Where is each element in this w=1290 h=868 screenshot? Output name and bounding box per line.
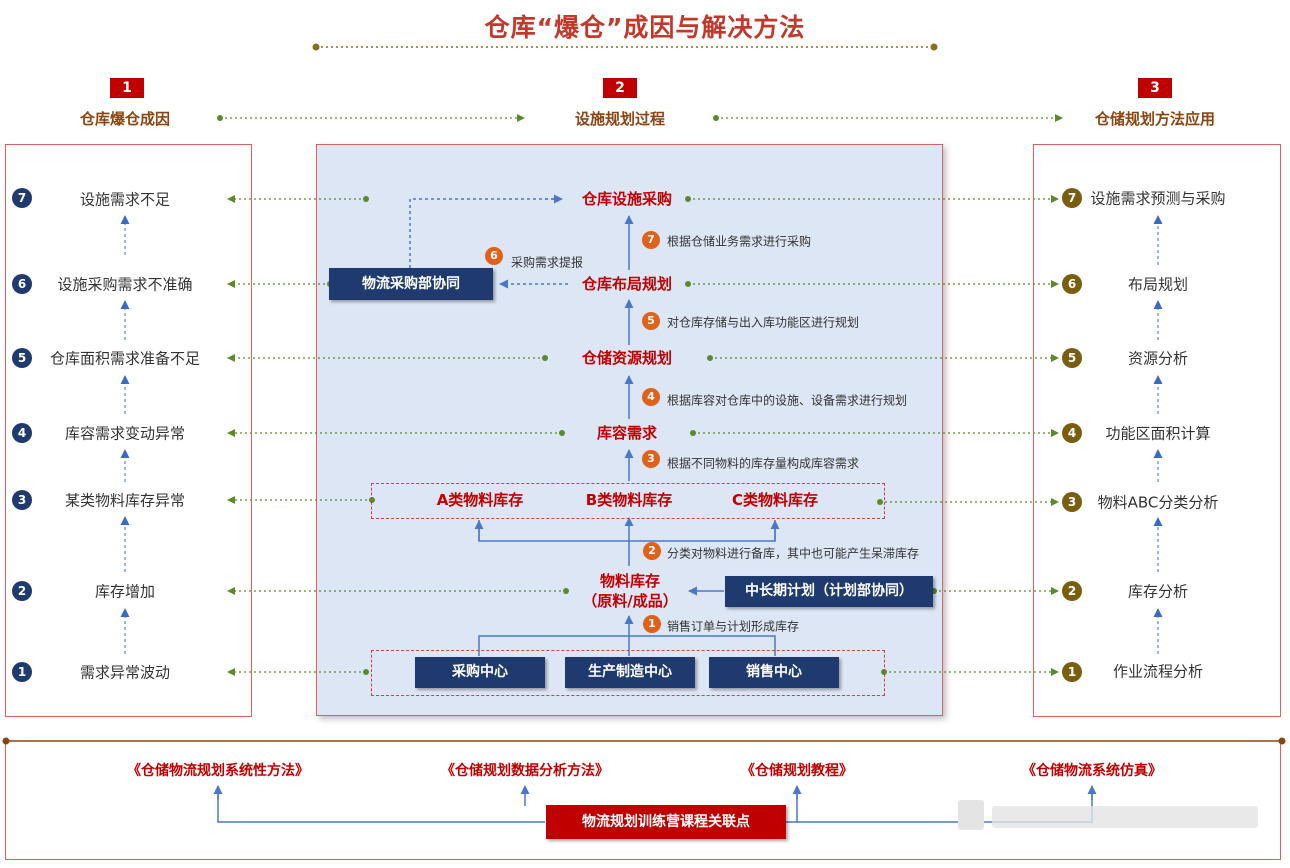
- left-step-3-badge: 3: [12, 490, 32, 510]
- annotation-5-badge: 5: [642, 312, 660, 330]
- left-step-1-badge: 1: [12, 662, 32, 682]
- column-2-number: 2: [603, 78, 637, 98]
- column-1-label: 仓库爆仓成因: [79, 110, 171, 128]
- annotation-3-text: 根据不同物料的库存量构成库容需求: [667, 456, 860, 471]
- annotation-5-text: 对仓库存储与出入库功能区进行规划: [667, 315, 860, 330]
- node-resource-plan: 仓储资源规划: [581, 349, 673, 367]
- annotation-4-text: 根据库容对仓库中的设施、设备需求进行规划: [667, 393, 908, 408]
- right-item-7: 设施需求预测与采购: [1090, 189, 1226, 208]
- procurement-dept-box: 物流采购部协同: [329, 268, 493, 300]
- right-step-4-badge: 4: [1062, 423, 1082, 443]
- left-item-3: 某类物料库存异常: [64, 491, 186, 510]
- annotation-6-badge: 6: [485, 247, 503, 265]
- left-item-4: 库容需求变动异常: [64, 424, 186, 443]
- course-systematic-method: 《仓储物流规划系统性方法》: [127, 763, 309, 779]
- sales-center-box: 销售中心: [709, 657, 839, 688]
- causes-panel: [5, 144, 252, 717]
- right-step-5-badge: 5: [1062, 348, 1082, 368]
- annotation-2-text: 分类对物料进行备库，其中也可能产生呆滞库存: [667, 546, 920, 561]
- left-step-4-badge: 4: [12, 423, 32, 443]
- node-layout-plan: 仓库布局规划: [581, 275, 673, 293]
- right-step-6-badge: 6: [1062, 274, 1082, 294]
- annotation-2-badge: 2: [643, 542, 661, 560]
- left-item-2: 库存增加: [94, 582, 156, 601]
- left-step-6-badge: 6: [12, 274, 32, 294]
- courses-panel: [5, 743, 1281, 860]
- left-item-6: 设施采购需求不准确: [57, 275, 193, 294]
- annotation-7-badge: 7: [642, 231, 660, 249]
- annotation-6-text: 采购需求提报: [511, 255, 584, 270]
- annotation-1-badge: 1: [643, 615, 661, 633]
- right-item-6: 布局规划: [1127, 275, 1189, 294]
- node-class-a-stock: A类物料库存: [436, 491, 524, 509]
- column-3-label: 仓储规划方法应用: [1094, 110, 1216, 128]
- centers-group: [371, 650, 885, 696]
- long-term-plan-box: 中长期计划（计划部协同）: [725, 576, 933, 607]
- watermark-logo-icon: [958, 800, 984, 830]
- right-item-1: 作业流程分析: [1112, 662, 1204, 681]
- course-planning-tutorial: 《仓储规划教程》: [741, 763, 853, 779]
- purchase-center-box: 采购中心: [415, 657, 545, 688]
- left-item-1: 需求异常波动: [79, 663, 171, 682]
- course-simulation: 《仓储物流系统仿真》: [1022, 763, 1162, 779]
- annotation-1-text: 销售订单与计划形成库存: [667, 619, 800, 634]
- node-facility-purchase: 仓库设施采购: [581, 190, 673, 208]
- right-item-2: 库存分析: [1127, 582, 1189, 601]
- node-material-stock-line1: 物料库存: [599, 572, 661, 590]
- node-class-c-stock: C类物料库存: [731, 491, 819, 509]
- course-hub-box: 物流规划训练营课程关联点: [546, 805, 786, 839]
- watermark-text-blur: [992, 806, 1258, 828]
- column-1-number: 1: [110, 78, 144, 98]
- node-capacity-demand: 库容需求: [596, 424, 658, 442]
- material-class-group: [371, 483, 885, 519]
- node-material-stock: 物料库存 （原料/成品）: [582, 571, 677, 611]
- annotation-4-badge: 4: [642, 388, 660, 406]
- left-step-7-badge: 7: [12, 188, 32, 208]
- right-item-3: 物料ABC分类分析: [1097, 493, 1219, 512]
- left-item-7: 设施需求不足: [79, 190, 171, 209]
- column-3-number: 3: [1138, 78, 1172, 98]
- production-center-box: 生产制造中心: [565, 657, 695, 688]
- methods-panel: [1033, 144, 1281, 717]
- course-data-analysis: 《仓储规划数据分析方法》: [441, 763, 609, 779]
- page-title: 仓库“爆仓”成因与解决方法: [484, 13, 806, 42]
- right-item-4: 功能区面积计算: [1105, 424, 1211, 443]
- right-step-3-badge: 3: [1062, 492, 1082, 512]
- node-material-stock-line2: （原料/成品）: [582, 592, 678, 610]
- right-item-5: 资源分析: [1127, 349, 1189, 368]
- annotation-3-badge: 3: [642, 450, 660, 468]
- annotation-7-text: 根据仓储业务需求进行采购: [667, 234, 812, 249]
- node-class-b-stock: B类物料库存: [585, 491, 673, 509]
- right-step-2-badge: 2: [1062, 581, 1082, 601]
- left-step-5-badge: 5: [12, 348, 32, 368]
- column-2-label: 设施规划过程: [574, 110, 666, 128]
- left-step-2-badge: 2: [12, 581, 32, 601]
- right-step-7-badge: 7: [1062, 188, 1082, 208]
- right-step-1-badge: 1: [1062, 662, 1082, 682]
- left-item-5: 仓库面积需求准备不足: [49, 349, 201, 368]
